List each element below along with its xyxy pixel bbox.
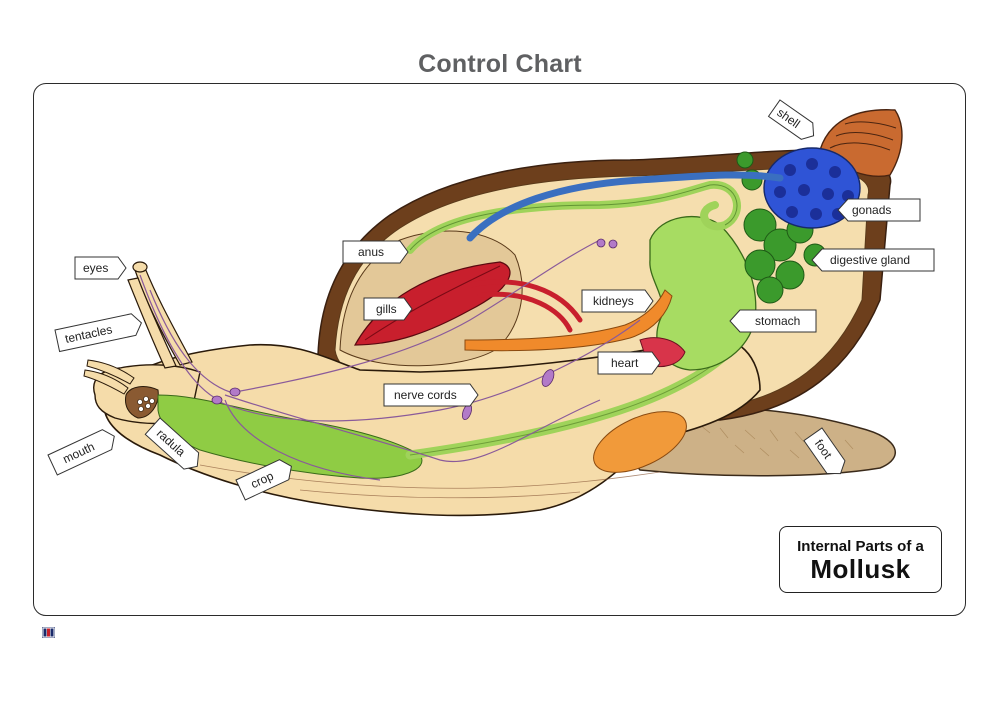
label-gonads-tag: gonads (837, 198, 921, 222)
label-kidneys: kidneys (593, 294, 634, 308)
label-heart-tag: heart (597, 351, 661, 375)
foot-texture (699, 424, 854, 461)
label-shell-tag: shell (767, 99, 815, 140)
label-tentacles-tag: tentacles (54, 313, 143, 353)
label-gills: gills (376, 302, 397, 316)
tentacle-lower-2 (86, 359, 135, 385)
radula-teeth (137, 396, 155, 412)
label-kidneys-tag: kidneys (581, 289, 654, 313)
label-mouth-tag: mouth (47, 429, 115, 476)
nerve-ganglia (211, 238, 618, 421)
label-stomach-tag: stomach (729, 309, 817, 333)
kidney-shape (464, 289, 673, 352)
blood-vessel (466, 171, 784, 242)
caption-box: Internal Parts of a Mollusk (779, 526, 942, 593)
label-anus-tag: anus (342, 240, 409, 264)
crop-shape (157, 394, 423, 479)
orange-gland (593, 411, 687, 473)
label-gonads: gonads (852, 203, 891, 217)
intestine-outline (409, 184, 738, 251)
tentacle-lower-1 (83, 369, 129, 395)
eye-tip-1 (132, 261, 148, 273)
label-heart: heart (611, 356, 639, 370)
gonads-dots (774, 158, 854, 220)
label-eyes: eyes (83, 261, 108, 275)
label-foot-tag: foot (803, 427, 846, 475)
label-nerve-cords: nerve cords (394, 388, 457, 402)
gills-shape (353, 261, 583, 346)
label-digestive-gland: digestive gland (830, 253, 910, 267)
label-eyes-tag: eyes (74, 256, 127, 280)
caption-line1: Internal Parts of a (797, 538, 924, 555)
page-title: Control Chart (418, 50, 582, 78)
label-stomach: stomach (755, 314, 800, 328)
label-digestive-gland-tag: digestive gland (811, 248, 935, 272)
caption-line2: Mollusk (810, 554, 911, 584)
label-nerve-cords-tag: nerve cords (383, 383, 479, 407)
label-crop-tag: crop (235, 459, 292, 501)
nerve-cords-shape (139, 239, 641, 481)
label-anus: anus (358, 245, 384, 259)
tentacle-upper-2 (127, 277, 177, 369)
label-gills-tag: gills (363, 297, 413, 321)
digestive-gland-shape (736, 151, 827, 304)
brand-logo-icon (42, 627, 55, 638)
